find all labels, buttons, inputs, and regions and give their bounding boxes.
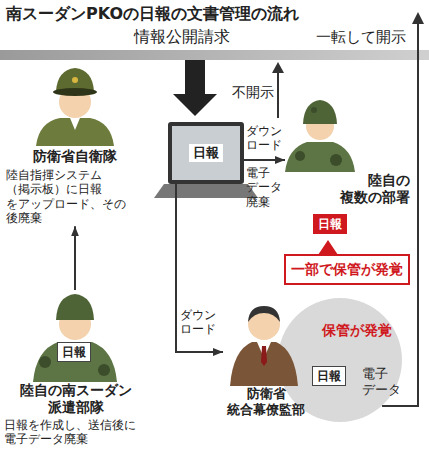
arrowhead <box>412 12 424 24</box>
officer-collar <box>70 118 80 130</box>
doc-label: 日報 <box>189 144 223 162</box>
connector-arrow <box>74 226 76 290</box>
suit-body <box>230 342 298 386</box>
figure-box: 陸自の 複数の部署 <box>286 96 410 206</box>
document-icon: 日報 <box>312 366 346 386</box>
figure-box: 防衛省 統合幕僚監部 <box>224 300 308 417</box>
request-arrow <box>173 60 217 116</box>
soldier-helmet <box>303 100 337 124</box>
arrowhead <box>272 62 284 73</box>
callout-text: 一部で保管が発覚 <box>289 261 405 278</box>
callout-box: 一部で保管が発覚 <box>284 254 410 285</box>
heading: 陸自の南スーダン 派遣部隊 <box>4 382 148 416</box>
official-hair <box>248 306 280 322</box>
camo-spot <box>98 364 110 376</box>
title: 南スーダンPKOの日報の文書管理の流れ <box>6 4 299 23</box>
tie <box>261 346 267 366</box>
soldier-body <box>33 342 117 382</box>
connector-arrow <box>176 184 223 352</box>
cap-badge <box>72 77 78 83</box>
figure-box: 防衛省自衛隊陸自指揮システム （掲示板）に日報 をアップロード、その 後廃棄 <box>6 60 144 225</box>
heading: 陸自の 複数の部署 <box>338 172 410 206</box>
heading: 防衛省 統合幕僚監部 <box>224 386 308 417</box>
body-text: 日報を作成し、送信後に 電子データ廃棄 <box>4 418 148 447</box>
callout-text: 保管が発覚 <box>322 322 392 339</box>
cap-visor <box>53 88 97 96</box>
note-label: 情報公開請求 <box>134 27 230 46</box>
camo-spot <box>330 154 342 166</box>
callout-tail <box>318 240 338 255</box>
laptop-screen: 日報 <box>168 122 244 184</box>
official-figure <box>224 300 308 388</box>
heading: 防衛省自衛隊 <box>6 148 144 165</box>
doc-label: 日報 <box>317 369 341 383</box>
document-icon: 日報 <box>313 214 347 234</box>
note-label: 電子 データ 廃棄 <box>246 166 284 209</box>
camo-spot <box>311 107 317 113</box>
process-band <box>0 50 429 60</box>
document-icon: 日報 <box>57 342 91 362</box>
note-label: 不開示 <box>232 84 274 101</box>
doc-label: 日報 <box>62 345 86 359</box>
doc-label: 日報 <box>318 217 342 231</box>
body-text: 電子 データ <box>362 366 402 397</box>
body-text: 陸自指揮システム （掲示板）に日報 をアップロード、その 後廃棄 <box>6 168 144 226</box>
officer-body <box>36 118 114 146</box>
soldier-helmet <box>56 294 94 320</box>
note-label: 一転して開示 <box>316 28 406 46</box>
edge-label: ダウン ロード <box>246 124 284 153</box>
connector-arrow <box>244 159 285 161</box>
camo-spot <box>39 356 51 368</box>
camo-spot <box>295 151 305 161</box>
figure-box: 陸自の南スーダン 派遣部隊日報を作成し、送信後に 電子データ廃棄 日報 <box>4 290 148 446</box>
edge-label: ダウン ロード <box>180 308 220 337</box>
nondisclosure-arrow <box>277 70 279 118</box>
laptop-base <box>154 184 258 198</box>
soldier-body <box>285 142 355 172</box>
